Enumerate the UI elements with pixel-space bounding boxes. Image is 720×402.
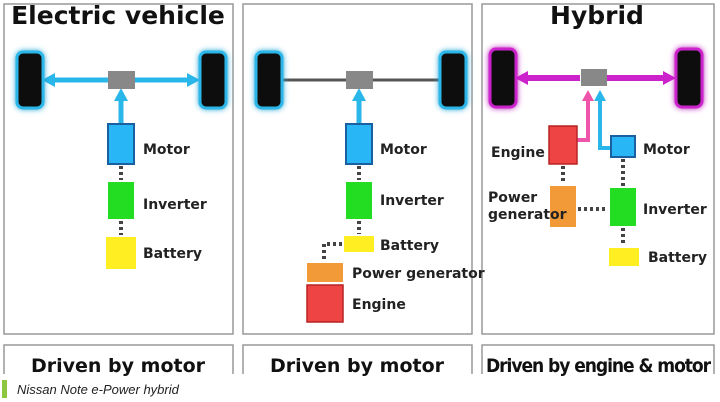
ev-gearbox bbox=[108, 71, 135, 89]
series-inverter-block bbox=[346, 182, 372, 219]
ev-battery-block bbox=[106, 237, 136, 269]
hybrid-left-wheel bbox=[488, 47, 518, 109]
ev-inverter-block bbox=[108, 182, 134, 219]
series-right-wheel bbox=[438, 50, 468, 110]
hybrid-inverter-block bbox=[610, 188, 636, 226]
caption-accent-bar bbox=[2, 380, 7, 398]
ev-drive-arrows bbox=[42, 73, 200, 124]
series-battery-block bbox=[344, 236, 374, 252]
hybrid-right-wheel bbox=[674, 47, 704, 109]
panel-series-frame bbox=[242, 3, 473, 335]
panel-hybrid-frame bbox=[481, 3, 715, 335]
series-generator-label: Power generator bbox=[352, 266, 485, 282]
caption-text: Nissan Note e-Power hybrid bbox=[17, 381, 179, 397]
hybrid-generator-label: Power generator bbox=[488, 190, 567, 223]
ev-motor-block bbox=[107, 123, 135, 165]
panel-ev-title: Electric vehicle bbox=[11, 1, 225, 30]
hybrid-generator-label-line1: Power bbox=[488, 190, 537, 206]
series-generator-block bbox=[307, 263, 343, 282]
series-engine-block bbox=[306, 284, 344, 323]
panel-ev-frame bbox=[3, 3, 234, 335]
series-motor-block bbox=[345, 123, 373, 165]
ev-right-wheel bbox=[198, 50, 228, 110]
hybrid-engine-block bbox=[548, 125, 578, 165]
series-inverter-label: Inverter bbox=[380, 193, 444, 209]
hybrid-battery-label: Battery bbox=[648, 250, 707, 266]
series-battery-label: Battery bbox=[380, 238, 439, 254]
ev-inverter-label: Inverter bbox=[143, 197, 207, 213]
hybrid-engine-label: Engine bbox=[491, 145, 545, 161]
series-battery-generator-link bbox=[322, 242, 342, 262]
panel-hybrid: Engine Motor Power generator Inverter Ba… bbox=[488, 47, 707, 266]
ev-left-wheel bbox=[15, 50, 45, 110]
panel-ev: Motor Inverter Battery bbox=[15, 50, 228, 269]
hybrid-motor-label: Motor bbox=[643, 142, 690, 158]
ev-battery-label: Battery bbox=[143, 246, 202, 262]
panel-hybrid-footer: Driven by engine & motor bbox=[486, 355, 712, 377]
series-motor-label: Motor bbox=[380, 142, 427, 158]
series-drive-arrow bbox=[352, 88, 366, 124]
series-gearbox bbox=[346, 71, 373, 89]
ev-motor-label: Motor bbox=[143, 142, 190, 158]
footer-row: Driven by motor Driven by motor Driven b… bbox=[3, 344, 715, 377]
hybrid-gearbox bbox=[581, 69, 607, 86]
hybrid-inverter-label: Inverter bbox=[643, 202, 707, 218]
hybrid-motor-block bbox=[610, 135, 636, 158]
hybrid-generator-block bbox=[550, 186, 576, 227]
hybrid-generator-label-line2: generator bbox=[488, 207, 567, 223]
series-engine-label: Engine bbox=[352, 297, 406, 313]
panel-series-footer: Driven by motor bbox=[270, 355, 445, 377]
image-caption: Nissan Note e-Power hybrid bbox=[2, 380, 179, 398]
series-left-wheel bbox=[254, 50, 284, 110]
panel-series: Motor Inverter Battery Power generator E… bbox=[254, 50, 485, 323]
panel-ev-footer: Driven by motor bbox=[31, 355, 206, 377]
panel-hybrid-title: Hybrid bbox=[550, 1, 644, 30]
hybrid-battery-block bbox=[609, 248, 639, 266]
hybrid-drive-arrows bbox=[515, 71, 676, 150]
